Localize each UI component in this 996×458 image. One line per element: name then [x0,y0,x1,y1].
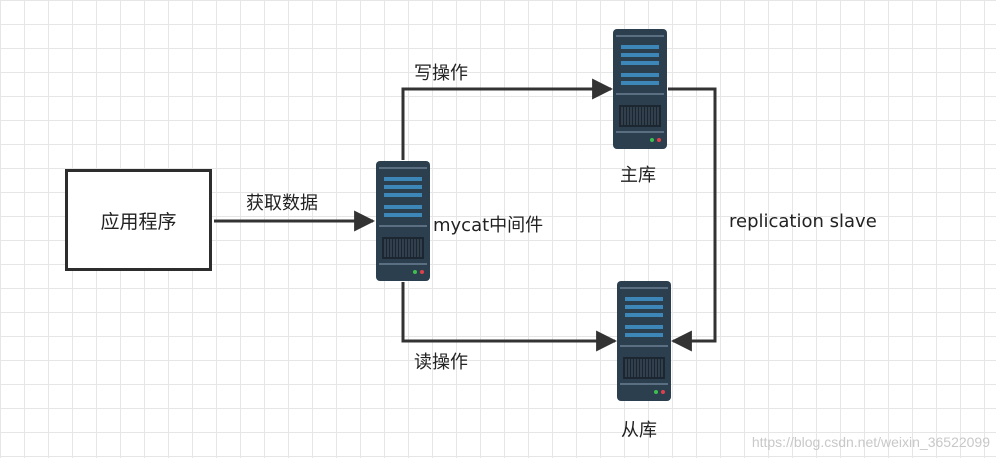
master-node-label: 主库 [620,165,656,186]
fetch-edge-label: 获取数据 [246,193,318,214]
watermark-url: https://blog.csdn.net/weixin_36522099 [751,434,990,450]
mycat-server-icon [375,160,431,282]
master-server-icon [612,28,668,150]
read-arrow [401,282,618,352]
read-edge-label: 读操作 [414,352,468,373]
slave-server-icon [616,280,672,402]
write-arrow [401,78,614,160]
slave-node-label: 从库 [621,420,657,441]
replication-arrow [668,87,717,352]
app-node: 应用程序 [65,169,212,271]
write-edge-label: 写操作 [414,63,468,84]
mycat-node-label: mycat中间件 [433,215,544,236]
app-node-label: 应用程序 [100,210,177,233]
replication-edge-label: replication slave [729,211,877,232]
